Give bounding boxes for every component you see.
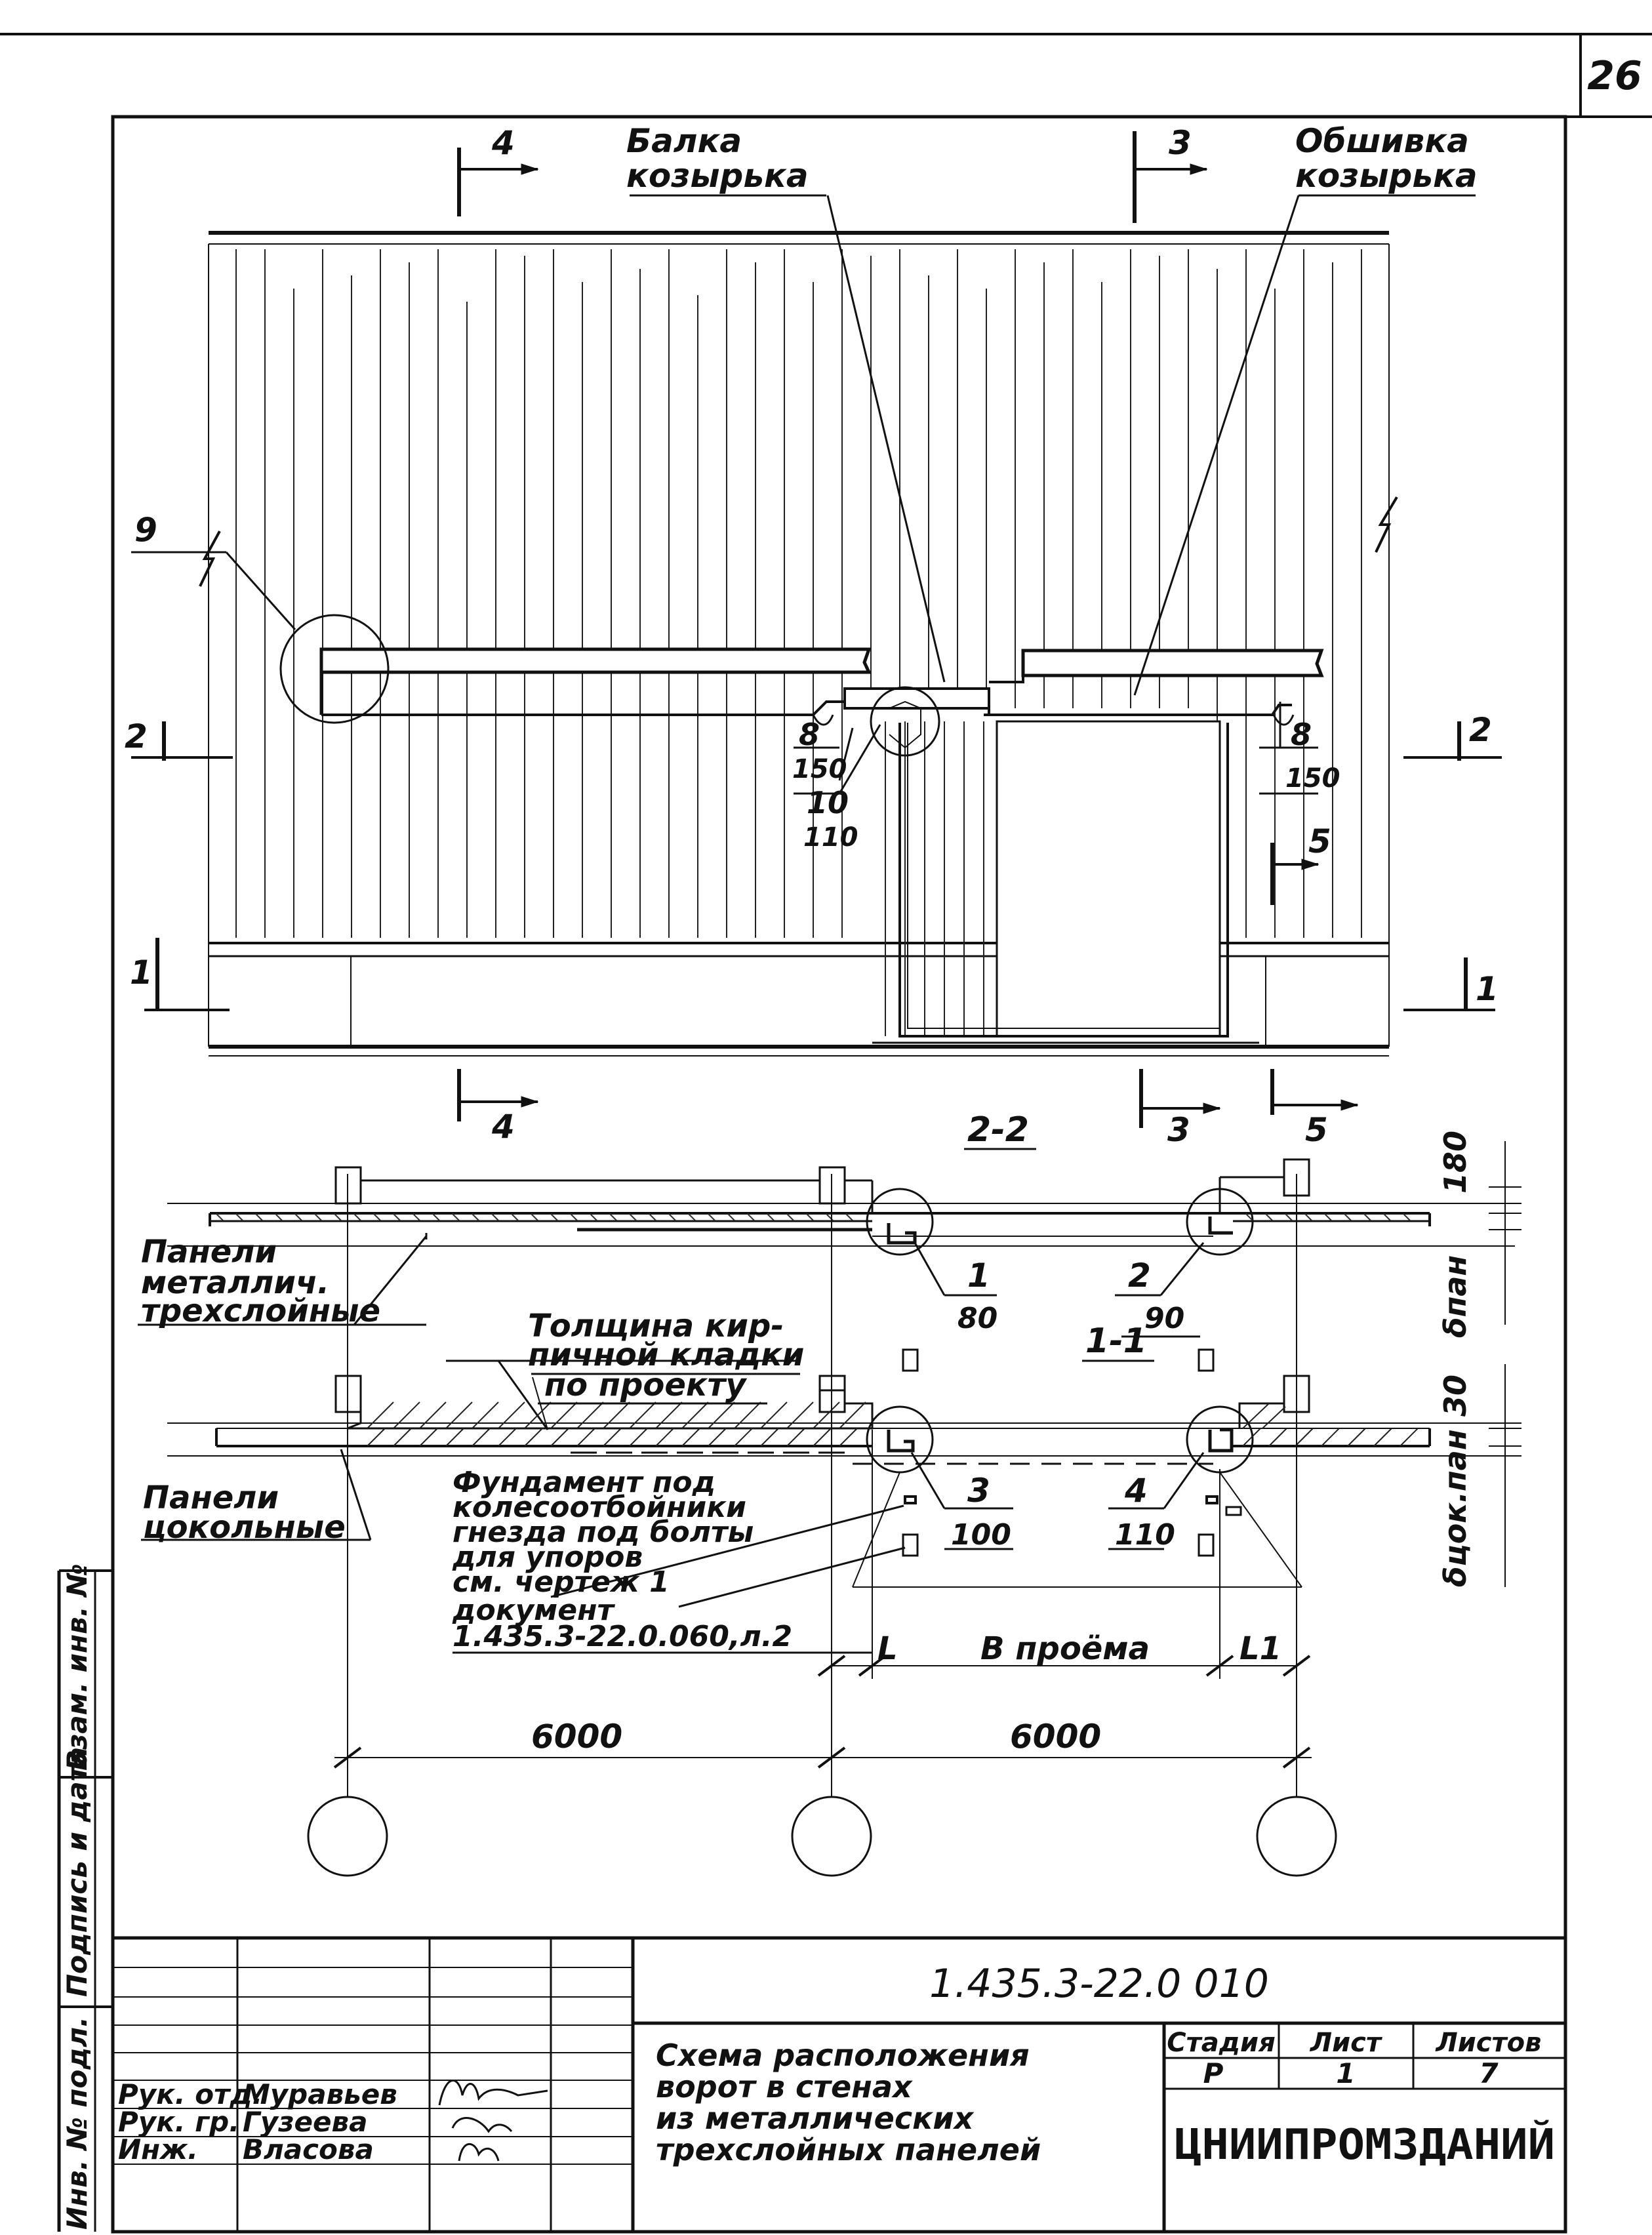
panels-label-line3: трехслойные — [141, 1293, 380, 1329]
elevation-detail-circles — [279, 614, 940, 757]
plan-2-2-hatch — [216, 1213, 1411, 1221]
left-strip-inv-no: Инв. № подл. — [61, 2017, 93, 2230]
plinth-label-line1: Панели — [143, 1480, 279, 1516]
cut-2-right: 2 — [1469, 711, 1492, 749]
cut-3-bottom: 3 — [1167, 1111, 1190, 1149]
cut-5-bottom: 5 — [1305, 1111, 1328, 1149]
node-3-sheet: 100 — [951, 1518, 1011, 1552]
foundation-note-3: гнезда под болты — [453, 1516, 754, 1549]
dim-delta-pan: δпан — [1438, 1255, 1473, 1338]
dim-180: 180 — [1438, 1131, 1473, 1194]
panels-label-line1: Панели — [141, 1234, 277, 1270]
node-4-label: 4 — [1124, 1472, 1148, 1510]
foundation-note-6: документ — [452, 1594, 616, 1627]
masonry-label-line2: пичной кладки — [528, 1337, 804, 1373]
cut-1-left: 1 — [130, 954, 153, 992]
cut-3-top: 3 — [1169, 124, 1192, 162]
title-block-grid — [113, 1936, 1565, 2232]
cut-markers — [131, 131, 1502, 1128]
organization-name: ЦНИИПРОМЗДАНИЙ — [1175, 2120, 1555, 2169]
node-3-label: 3 — [967, 1472, 990, 1510]
node-1-sheet: 80 — [957, 1302, 997, 1335]
span-right: 6000 — [1010, 1718, 1101, 1756]
document-code: 1.435.3-22.0 010 — [929, 1961, 1269, 2007]
stage-header: Стадия — [1167, 2028, 1276, 2058]
node-10-label: 10 — [807, 785, 849, 820]
name-engineer: Власова — [243, 2133, 374, 2165]
title-line2: ворот в стенах — [656, 2069, 913, 2104]
cladding-label-line2: козырька — [1295, 157, 1478, 195]
left-strip-replace: Взам. инв. № — [61, 1563, 93, 1771]
dim-30: 30 — [1438, 1375, 1473, 1417]
title-line4: трехслойных панелей — [656, 2132, 1041, 2167]
page-number: 26 — [1587, 53, 1642, 99]
dim-l: L — [877, 1630, 898, 1667]
dim-delta-tsok: δцок.пан — [1438, 1429, 1473, 1587]
left-strip — [57, 1569, 113, 2232]
sheets-header: Листов — [1436, 2028, 1542, 2058]
masonry-hatch — [367, 1401, 1419, 1447]
dim-l1: L1 — [1239, 1630, 1281, 1667]
foundation-note-1: Фундамент под — [453, 1466, 715, 1499]
sheet-frame — [0, 33, 1652, 2234]
foundation-note-5: см. чертеж 1 — [453, 1565, 670, 1599]
sheet-header: Лист — [1310, 2028, 1383, 2058]
node-2-label: 2 — [1128, 1257, 1151, 1295]
foundation-note-4: для упоров — [452, 1540, 643, 1574]
foundation-note-2: колесоотбойники — [453, 1491, 746, 1524]
role-group-lead: Рук. гр. — [118, 2106, 239, 2138]
left-strip-signature: Подпись и дата — [61, 1747, 93, 1997]
node-8-left-sheet: 150 — [792, 754, 847, 784]
node-10-sheet: 110 — [803, 822, 858, 853]
dim-opening: В проёма — [980, 1630, 1150, 1667]
beam-label-line1: Балка — [626, 122, 742, 160]
node-4-sheet: 110 — [1115, 1518, 1175, 1552]
cut-1-right: 1 — [1476, 970, 1499, 1008]
cladding-label-line1: Обшивка — [1295, 122, 1469, 160]
leader-lines — [131, 194, 1476, 795]
cut-2-left: 2 — [125, 717, 148, 755]
beam-label-line2: козырька — [626, 157, 809, 195]
section-2-2-title: 2-2 — [967, 1110, 1029, 1150]
cut-4-bottom: 4 — [491, 1108, 515, 1146]
gate-opening — [872, 720, 1259, 1044]
signatures — [438, 2079, 548, 2162]
role-engineer: Инж. — [118, 2133, 198, 2165]
node-8-left-label: 8 — [799, 717, 820, 752]
node-8-right-label: 8 — [1291, 717, 1312, 752]
role-head-of-dept: Рук. отд. — [118, 2078, 262, 2110]
dimension-chain — [333, 1174, 1312, 1771]
plinth-label-line2: цокольные — [143, 1509, 346, 1546]
node-1-label: 1 — [967, 1257, 990, 1295]
masonry-label-line3: по проекту — [544, 1367, 747, 1403]
canopy — [319, 647, 1324, 726]
plan-2-2 — [138, 1141, 1521, 1338]
name-group-lead: Гузеева — [243, 2106, 367, 2138]
grid-axis-bubbles — [307, 1771, 1337, 1877]
cladding-ribs — [235, 249, 1362, 1036]
stage-value: Р — [1203, 2057, 1224, 2089]
cut-5-side: 5 — [1308, 822, 1331, 860]
masonry-label-line1: Толщина кир- — [528, 1308, 784, 1344]
section-1-1-title: 1-1 — [1085, 1321, 1147, 1361]
title-line1: Схема расположения — [656, 2038, 1030, 2073]
sheet-value: 1 — [1336, 2057, 1355, 2089]
plan-1-1 — [141, 1348, 1521, 1654]
title-line3: из металлических — [656, 2101, 975, 2136]
cut-4-top: 4 — [491, 124, 515, 162]
foundation-note-7: 1.435.3-22.0.060,л.2 — [453, 1620, 792, 1653]
name-head-of-dept: Муравьев — [243, 2078, 397, 2110]
node-9-label: 9 — [134, 511, 157, 549]
span-left: 6000 — [531, 1718, 622, 1756]
node-2-sheet: 90 — [1144, 1302, 1184, 1335]
sheets-value: 7 — [1479, 2057, 1499, 2089]
node-8-right-sheet: 150 — [1285, 763, 1340, 794]
panels-label-line2: металлич. — [141, 1264, 329, 1301]
facade-elevation — [208, 231, 1390, 1057]
